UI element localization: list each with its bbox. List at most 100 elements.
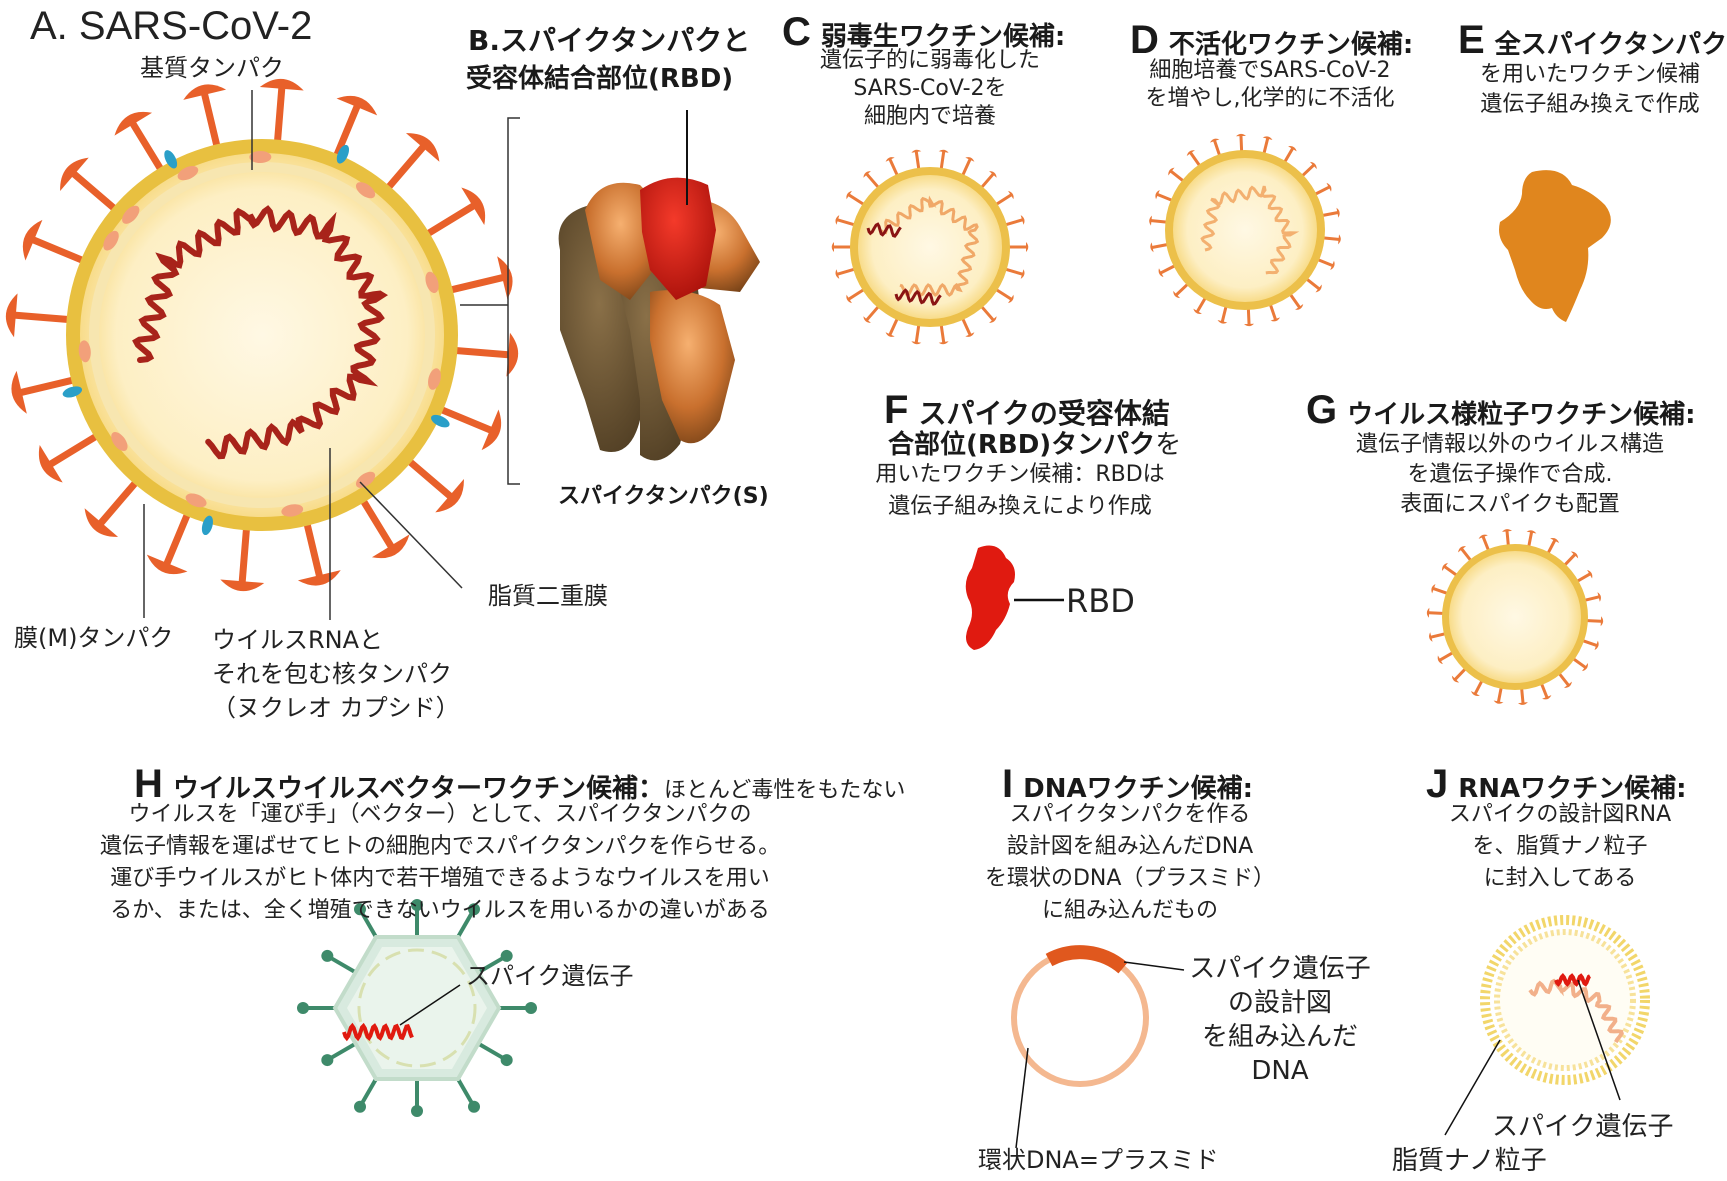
spike-cap	[435, 478, 464, 513]
lipid-leader-line	[359, 481, 463, 589]
plasmid-ring-line	[1015, 1047, 1029, 1149]
vector-spike-knob	[321, 1054, 334, 1067]
rna-label-line-1: ウイルスRNAと	[212, 626, 384, 654]
membrane-protein-label: 膜(M)タンパク	[14, 624, 174, 652]
spike-cap	[885, 157, 895, 162]
rna-label-line-2: それを包む核タンパク	[212, 660, 452, 688]
plasmid-gene-line	[1123, 961, 1185, 971]
spike-cap	[371, 534, 410, 559]
panel-i-letter: I	[1002, 762, 1014, 806]
bracket-line	[507, 117, 520, 485]
lipid-nanoparticle	[1480, 915, 1650, 1085]
spike-cap	[965, 332, 975, 337]
vector-spike-knob	[321, 949, 334, 962]
vector-spike-knob	[353, 1100, 366, 1113]
vector-spike-knob	[500, 1054, 513, 1067]
matrix-protein	[249, 151, 272, 164]
spike-cap	[1594, 640, 1599, 651]
panel-e-letter: E	[1458, 18, 1485, 62]
spike-cap	[1026, 242, 1029, 252]
m-protein	[62, 386, 83, 398]
spike-cap	[1008, 294, 1014, 304]
spike-cap	[1309, 161, 1317, 170]
spike-cap	[938, 341, 949, 345]
m-protein	[164, 150, 178, 169]
panel-e-line-1: を用いたワクチン候補	[1479, 62, 1700, 87]
spike-cap	[1150, 242, 1154, 253]
spike-cap	[1478, 534, 1488, 539]
spike-cap	[1217, 320, 1228, 324]
spike-cap	[1570, 551, 1579, 559]
panel-e-line-2: 遺伝子組み換えで作成	[1480, 92, 1700, 117]
spike-cap	[146, 554, 188, 575]
spike-cap	[1600, 616, 1604, 627]
panel-d-title: 不活化ワクチン候補:	[1168, 30, 1414, 60]
matrix-protein	[78, 340, 91, 363]
panel-d-line-2: を増やし,化学的に不活化	[1145, 86, 1395, 111]
spike-cap	[835, 215, 840, 225]
rbd-fragment	[965, 545, 1015, 650]
panel-f-title-2a: 合部位(RBD)タンパク	[888, 430, 1156, 460]
panel-i-line-2: 設計図を組み込んだDNA	[1006, 834, 1254, 859]
matrix-protein	[122, 205, 140, 224]
spike-protein-structure	[558, 177, 760, 461]
plasmid-label: 環状DNA=プラスミド	[978, 1146, 1219, 1174]
vector-spike-knob	[353, 903, 366, 916]
panel-h-letter: H	[134, 762, 163, 806]
spike-cap	[1262, 136, 1273, 140]
spike-cap	[863, 316, 871, 323]
panel-g-letter: G	[1306, 388, 1338, 432]
spike-cap	[911, 149, 922, 153]
attenuated-virus	[831, 149, 1029, 345]
lipid-bilayer-label: 脂質二重膜	[488, 582, 608, 610]
virus-like-particle	[1426, 529, 1604, 705]
panel-j-line-3: に封入してある	[1483, 866, 1637, 891]
spike-cap	[1168, 167, 1175, 176]
spike-cap	[1458, 546, 1466, 553]
matrix-protein	[425, 271, 439, 294]
vector-spike-knob	[411, 1105, 423, 1117]
vector-spike-knob	[500, 949, 513, 962]
spike-cap	[1008, 190, 1014, 200]
spike-cap	[1517, 702, 1528, 705]
whole-spike-silhouette	[1499, 170, 1611, 322]
m-protein	[201, 515, 213, 536]
spike-cap	[405, 133, 440, 162]
spike-cap	[1587, 569, 1593, 579]
lnp-gene-line	[1577, 979, 1621, 1101]
panel-a-title: A. SARS-CoV-2	[30, 4, 313, 48]
panel-j-line-1: スパイクの設計図RNA	[1448, 802, 1672, 827]
spike-cap	[989, 316, 997, 323]
panel-j-line-2: を、脂質ナノ粒子	[1472, 834, 1648, 859]
panel-i-line-3: を環状のDNA（プラスミド）	[984, 866, 1275, 891]
spike-cap	[220, 579, 265, 592]
lnp-lipid-line	[1444, 1039, 1501, 1136]
panel-e-title: 全スパイクタンパク	[1494, 30, 1727, 60]
spike-cap	[1597, 592, 1601, 602]
panel-c-line-3: 細胞内で培養	[863, 104, 996, 129]
spike-cap	[835, 269, 840, 279]
panel-h-line-3: 遺伝子情報を運ばせてヒトの細胞内でスパイクタンパクを作らせる。	[100, 834, 781, 859]
spike-cap	[846, 190, 852, 200]
panel-g-line-3: 表面にスパイクも配置	[1400, 492, 1620, 517]
viral-rna-strand	[132, 205, 389, 460]
virus-inner	[80, 153, 444, 517]
spike-cap	[60, 157, 89, 192]
spike-cap	[1186, 150, 1195, 157]
panel-c-title: 弱毒生ワクチン候補:	[820, 22, 1066, 52]
lnp-gene-label: スパイク遺伝子	[1492, 1112, 1674, 1142]
spike-cap	[1493, 700, 1504, 704]
panel-j-title: RNAワクチン候補:	[1458, 774, 1687, 804]
spike-cap	[1209, 138, 1220, 143]
spike-cap	[911, 341, 922, 345]
vector-spike-knob	[468, 1100, 481, 1113]
spike-cap	[506, 332, 519, 377]
vector-spike-knob	[297, 1002, 309, 1014]
virus-inner-ring	[89, 162, 435, 508]
matrix-protein	[185, 493, 207, 508]
matrix-protein	[111, 432, 128, 452]
